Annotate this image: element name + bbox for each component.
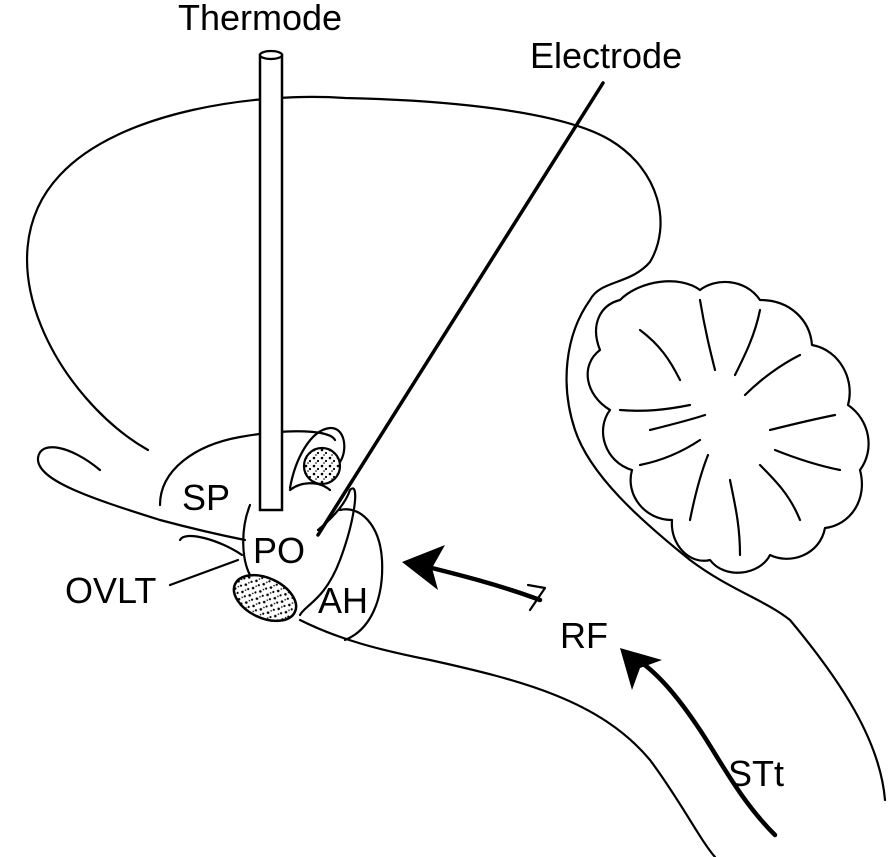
rf-arrow-tail: [526, 583, 547, 612]
olfactory-bulb: [36, 446, 162, 522]
ovlt-pointer-line: [168, 558, 240, 587]
upper-stippled-nucleus: [302, 446, 342, 486]
sp-region-outline: [158, 430, 337, 507]
ah-label: AH: [318, 580, 368, 621]
rf-label: RF: [560, 615, 608, 656]
brainstem-ventral-outline: [298, 618, 717, 857]
thermode-rod-top: [258, 49, 284, 61]
cerebellum-outline: [586, 280, 870, 574]
sp-label: SP: [182, 477, 230, 518]
ovlt-label: OVLT: [65, 570, 156, 611]
po-label: PO: [253, 530, 305, 571]
forebrain-base: [158, 518, 247, 542]
po-region-outline: [242, 482, 332, 577]
thermode-rod: [258, 53, 284, 512]
stt-to-rf-arrow-shaft: [635, 657, 778, 838]
rf-to-ah-arrowhead: [402, 545, 445, 590]
upper-nucleus-loop: [288, 426, 346, 490]
cerebrum-outline: [25, 95, 887, 802]
electrode-line: [316, 81, 605, 537]
cerebellum-folia: [618, 298, 842, 557]
ah-region-outline: [338, 508, 384, 642]
thermode-label: Thermode: [178, 0, 342, 38]
stt-to-rf-arrowhead: [620, 648, 662, 690]
ovlt-stippled-nucleus: [232, 573, 298, 623]
electrode-label: Electrode: [530, 35, 682, 76]
rf-to-ah-arrow-shaft: [417, 562, 543, 603]
stt-label: STt: [728, 753, 784, 794]
ovlt-structure: [178, 535, 244, 557]
